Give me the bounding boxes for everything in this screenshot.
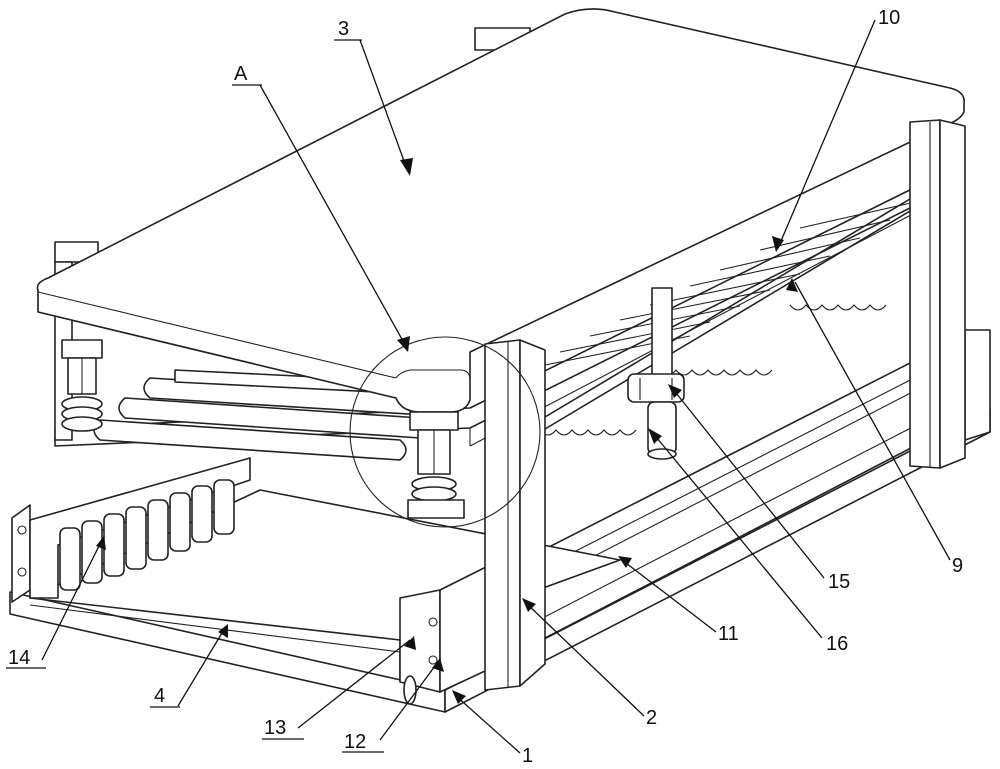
label-2: 2 xyxy=(646,707,657,729)
label-13: 13 xyxy=(264,717,286,739)
reference-labels: A 3 10 9 15 16 11 2 1 12 13 4 14 xyxy=(6,7,963,767)
label-12: 12 xyxy=(344,731,366,753)
leader-lines xyxy=(41,19,951,754)
label-16: 16 xyxy=(826,633,848,655)
label-9: 9 xyxy=(952,555,963,577)
label-15: 15 xyxy=(828,571,850,593)
label-14: 14 xyxy=(8,647,30,669)
label-a: A xyxy=(234,63,248,85)
label-1: 1 xyxy=(522,745,533,767)
label-4: 4 xyxy=(154,685,165,707)
roller-guard-left xyxy=(17,457,251,599)
detail-circle-a xyxy=(349,336,541,528)
label-10: 10 xyxy=(878,7,900,29)
upright-posts xyxy=(484,119,966,691)
label-3: 3 xyxy=(338,18,349,40)
label-11: 11 xyxy=(718,623,739,645)
